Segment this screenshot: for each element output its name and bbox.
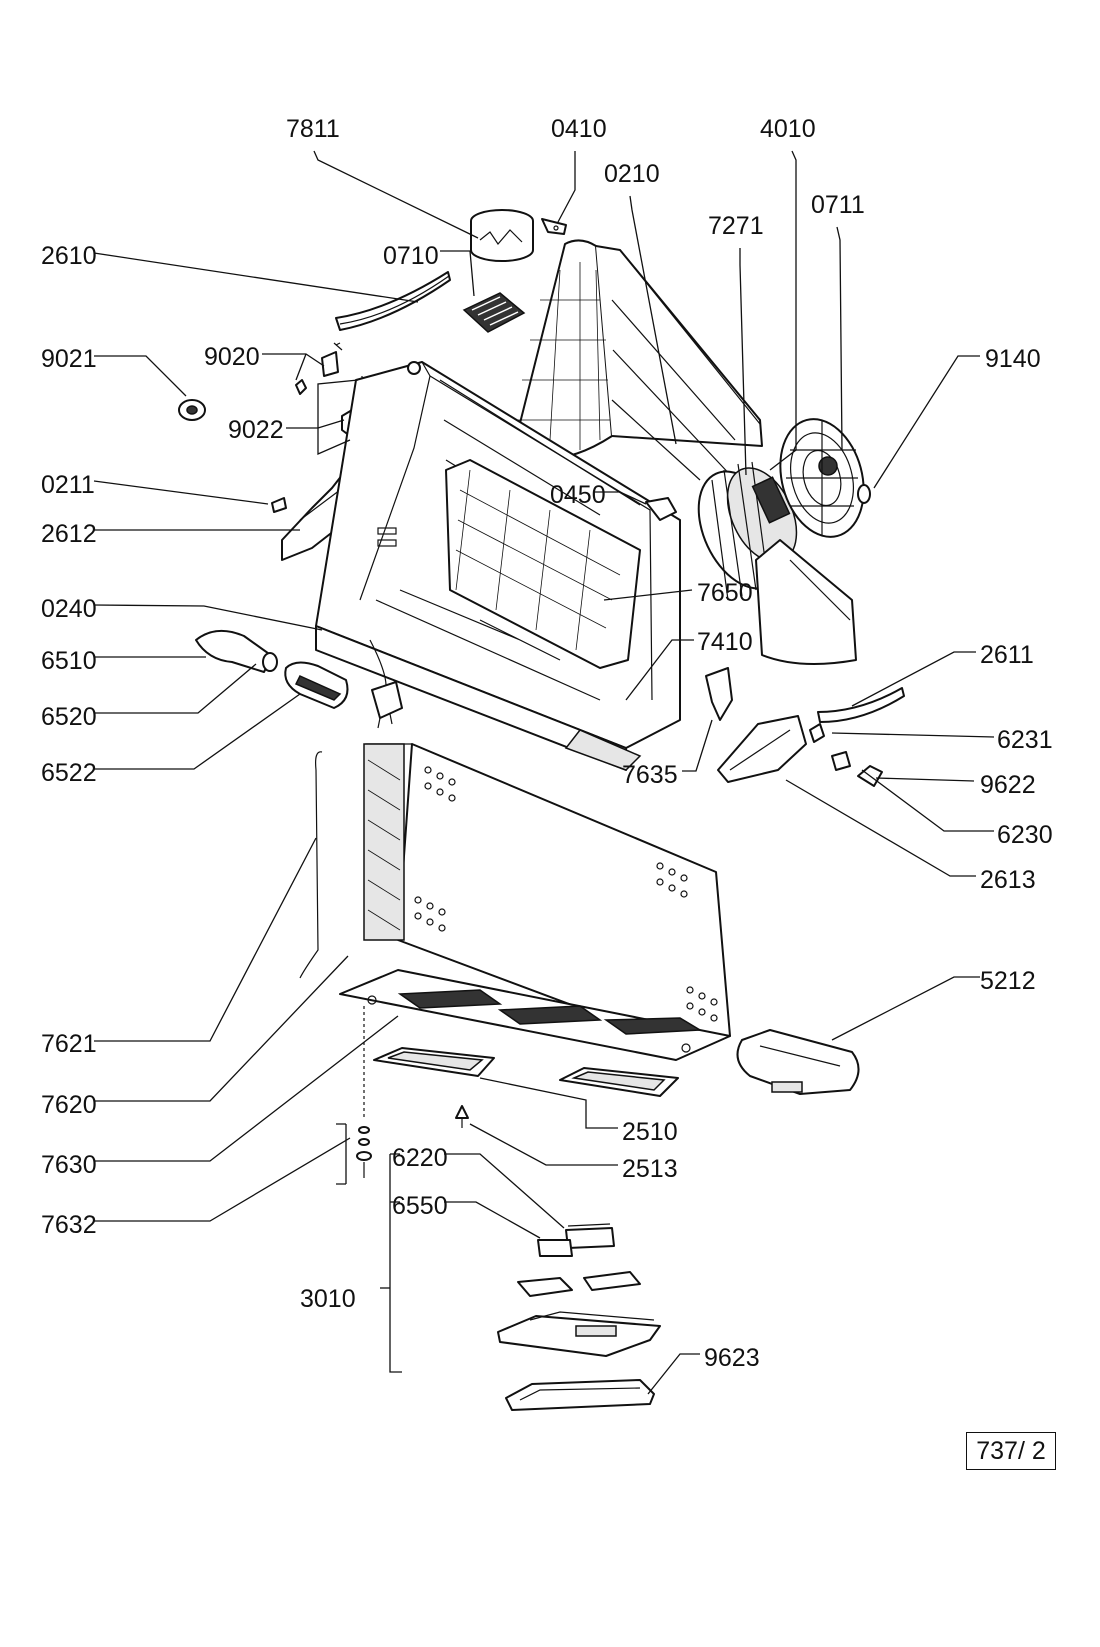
part-0710-grille [462, 292, 526, 333]
part-0410-clip [541, 218, 567, 235]
label-7271: 7271 [708, 212, 764, 240]
label-6220: 6220 [392, 1144, 448, 1172]
label-2510: 2510 [622, 1118, 678, 1146]
part-3010-lighting-assembly [497, 1223, 661, 1411]
part-canopy-body [315, 361, 681, 771]
part-9021-knob [178, 399, 206, 421]
label-0710: 0710 [383, 242, 439, 270]
label-6550: 6550 [392, 1192, 448, 1220]
label-9021: 9021 [41, 345, 97, 373]
label-3010: 3010 [300, 1285, 356, 1313]
part-power-cord [369, 639, 403, 729]
label-4010: 4010 [760, 115, 816, 143]
part-6231-switch [809, 723, 825, 743]
part-0711-fan-guard [779, 418, 865, 538]
label-9140: 9140 [985, 345, 1041, 373]
part-drawings [178, 209, 905, 1411]
part-9020-bracket-screws [295, 342, 343, 395]
label-2613: 2613 [980, 866, 1036, 894]
part-5212-handle [736, 1029, 860, 1095]
part-6230-switch [831, 751, 851, 771]
part-7811-duct-collar [470, 209, 534, 262]
label-0210: 0210 [604, 160, 660, 188]
label-2513: 2513 [622, 1155, 678, 1183]
label-7632: 7632 [41, 1211, 97, 1239]
part-9140-washer [857, 484, 871, 504]
label-0211: 0211 [41, 471, 95, 499]
label-0410: 0410 [551, 115, 607, 143]
part-7621-rod [299, 751, 323, 979]
part-labels: 7811 0410 4010 0210 0711 7271 2610 0710 … [41, 115, 1053, 1372]
label-9020: 9020 [204, 343, 260, 371]
label-6520: 6520 [41, 703, 97, 731]
label-7650: 7650 [697, 579, 753, 607]
part-2513-push-pin [455, 1105, 469, 1128]
label-2610: 2610 [41, 242, 97, 270]
label-6231: 6231 [997, 726, 1053, 754]
label-6230: 6230 [997, 821, 1053, 849]
part-2510-filter-frames [373, 1047, 679, 1097]
part-2611-trim [817, 687, 905, 723]
label-0240: 0240 [41, 595, 97, 623]
label-0450: 0450 [550, 481, 606, 509]
diagram-reference-number: 737/ 2 [976, 1436, 1046, 1465]
label-7620: 7620 [41, 1091, 97, 1119]
label-5212: 5212 [980, 967, 1036, 995]
part-6522-control-panel [284, 661, 349, 709]
part-7632-fasteners [356, 1006, 372, 1178]
label-2612: 2612 [41, 520, 97, 548]
label-2611: 2611 [980, 641, 1034, 669]
label-0711: 0711 [811, 191, 865, 219]
label-9022: 9022 [228, 416, 284, 444]
part-lower-shell [339, 743, 731, 1061]
label-9623: 9623 [704, 1344, 760, 1372]
label-9622: 9622 [980, 771, 1036, 799]
part-0210-chimney [511, 239, 763, 481]
label-7811: 7811 [286, 115, 340, 143]
part-lower-chimney [755, 539, 857, 665]
label-7635: 7635 [622, 761, 678, 789]
part-7635-bracket [705, 667, 733, 721]
leader-lines [93, 150, 995, 1395]
part-2610-trim-strip [335, 271, 451, 331]
part-2613-side-bracket [717, 715, 807, 783]
diagram-reference-box: 737/ 2 [966, 1432, 1056, 1470]
label-6510: 6510 [41, 647, 97, 675]
label-7621: 7621 [41, 1030, 97, 1058]
label-6522: 6522 [41, 759, 97, 787]
part-6510-lamp-cover [195, 629, 278, 673]
part-0211-clip [271, 497, 287, 513]
label-7630: 7630 [41, 1151, 97, 1179]
label-7410: 7410 [697, 628, 753, 656]
